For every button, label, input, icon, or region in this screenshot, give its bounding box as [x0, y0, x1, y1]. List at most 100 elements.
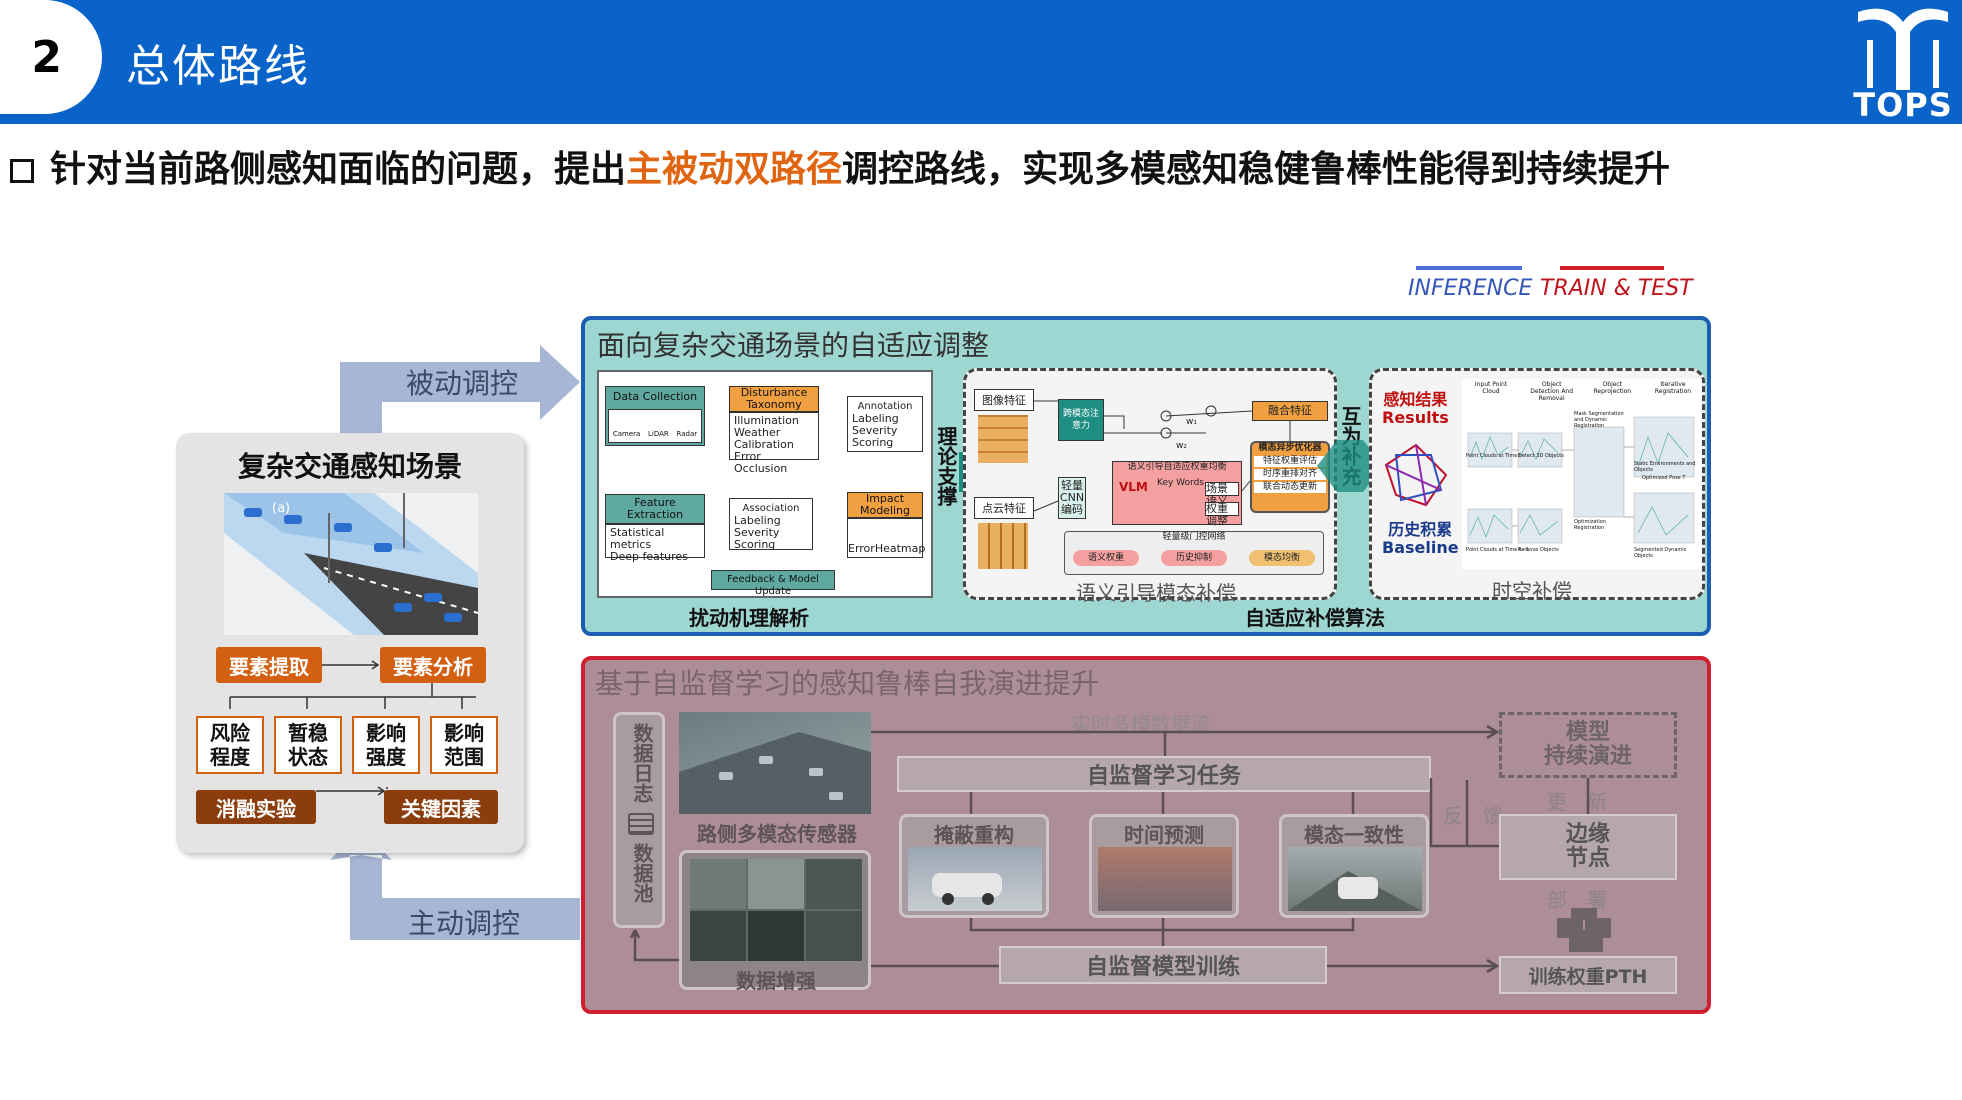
- impact-heatmap: Heatmap: [874, 542, 926, 555]
- feedback-box: Feedback & Model Update: [711, 570, 835, 597]
- subtitle: 针对当前路侧感知面临的问题，提出主被动双路径调控路线，实现多模感知稳健鲁棒性能得…: [10, 140, 1670, 192]
- legend-inference: INFERENCE: [1408, 276, 1533, 301]
- passive-arrow-shape: [340, 345, 580, 435]
- header-bar: 2 总体路线 TOPS: [0, 0, 1962, 124]
- weights-stack-icon: [1557, 908, 1611, 952]
- baseline-cn: 历史积累: [1388, 520, 1453, 539]
- scene-flow-arrows: [229, 660, 476, 796]
- subtitle-highlight: 主被动双路径: [626, 149, 843, 190]
- taxonomy-item: Illumination: [734, 414, 799, 427]
- reg-head: Object Detection And Removal: [1530, 381, 1574, 402]
- self-supervised-panel: 基于自监督学习的感知鲁棒自我演进提升 数据日志 数据池 路侧多模态传感器 数据增…: [581, 656, 1711, 1014]
- task-temporal-label: 时间预测: [1124, 823, 1204, 847]
- results-cn: 感知结果: [1383, 390, 1448, 409]
- cross-attention-box: 跨模态注意力: [1058, 399, 1104, 441]
- semantic-flow-lines: [1033, 400, 1291, 512]
- ssl-flow-arrows: [629, 724, 1590, 974]
- passive-control-label: 被动调控: [406, 367, 519, 400]
- active-arrow-shape: [330, 828, 580, 940]
- registration-figure: Input Point Cloud Object Detection And R…: [1462, 379, 1702, 569]
- data-pool-label: 数据池: [630, 843, 654, 903]
- semantic-label: 语义引导模态补偿: [1076, 581, 1236, 605]
- data-collection-title: Data Collection: [612, 390, 698, 403]
- image-feature-label: 图像特征: [974, 389, 1034, 411]
- pointcloud-feature-label: 点云特征: [974, 497, 1034, 519]
- data-log-label: 数据日志: [630, 723, 654, 803]
- feature-title: Feature Extraction: [605, 494, 705, 524]
- reg-note: Remove Objects: [1518, 547, 1559, 553]
- task-masking-label: 掩蔽重构: [934, 823, 1014, 847]
- association-item: Labeling: [734, 514, 781, 527]
- ablation-button: 消融实验: [196, 790, 316, 824]
- control-arrows: [330, 345, 580, 940]
- taxonomy-list: Illumination Weather Calibration Error O…: [729, 412, 819, 475]
- async-optimizer-box: 模态异步优化器 特征权重评估 时序重排对齐 联合动态更新: [1250, 441, 1330, 513]
- task-card-masking: 掩蔽重构: [899, 814, 1049, 918]
- legend-inference-line: [1416, 266, 1522, 270]
- task-masking-image: [908, 847, 1042, 911]
- association-box: Association Labeling Severity Scoring: [729, 498, 813, 551]
- task-consistency-image: [1288, 847, 1422, 911]
- factor-intensity: 影响 强度: [352, 716, 420, 774]
- ssl-train-box: 自监督模型训练: [999, 946, 1327, 984]
- vlm-label: VLM: [1119, 480, 1148, 494]
- augment-label: 数据增强: [736, 969, 816, 993]
- reg-head: Iterative Registration: [1654, 381, 1692, 395]
- tops-logo: TOPS: [1848, 0, 1958, 124]
- impact-error: Error: [848, 542, 875, 555]
- task-temporal-image: [1098, 847, 1232, 911]
- gate-item: 模态均衡: [1249, 550, 1315, 566]
- reg-note: Segmented Dynamic Objects: [1634, 547, 1687, 559]
- taxonomy-item: Calibration Error: [734, 438, 794, 463]
- lite-cnn-box: 轻量CNN编码: [1058, 477, 1086, 519]
- taxonomy-item: Weather: [734, 426, 781, 439]
- checkbox-bullet-icon: [10, 159, 34, 183]
- reg-note: Static Environments and Objects: [1634, 461, 1696, 473]
- association-item: Severity Scoring: [734, 526, 780, 551]
- factor-risk: 风险 程度: [196, 716, 264, 774]
- legend-train-test: TRAIN & TEST: [1540, 276, 1693, 301]
- analysis-button: 要素分析: [380, 647, 486, 683]
- weight-balance-box: 语义引导自适应权重均衡 VLM Key Words 场景语义 权重调整: [1112, 461, 1242, 527]
- complement-arrows-icon: [1317, 440, 1383, 492]
- feature-item: Statistical metrics: [610, 526, 665, 551]
- augment-card: 数据增强: [679, 850, 871, 993]
- registration-plots: [1467, 416, 1695, 544]
- evolve-box: 模型 持续演进: [1499, 712, 1677, 778]
- async-item: 特征权重评估: [1254, 456, 1326, 467]
- update-label: 更 新: [1547, 790, 1607, 814]
- reg-head: Input Point Cloud: [1474, 381, 1508, 395]
- reg-note: Mask Segmentation and Dynamic Registrati…: [1574, 411, 1624, 429]
- scene-semantic-tag: 场景语义: [1205, 482, 1239, 507]
- logo-text: TOPS: [1853, 86, 1953, 124]
- gate-item: 历史抑制: [1161, 550, 1227, 566]
- sensor-lidar: LiDAR: [648, 430, 669, 438]
- temporal-label: 时空补偿: [1492, 579, 1572, 603]
- sensors-label: 路侧多模态传感器: [697, 822, 857, 846]
- task-card-temporal: 时间预测: [1089, 814, 1239, 918]
- results-label: 感知结果 Results: [1382, 391, 1449, 427]
- baseline-en: Baseline: [1382, 538, 1459, 557]
- results-en: Results: [1382, 408, 1449, 427]
- sensor-row: Camera LiDAR Radar: [608, 409, 702, 443]
- annotation-item: Labeling: [852, 412, 899, 425]
- annotation-item: Severity Scoring: [852, 424, 898, 449]
- weight-adjust-tag: 权重调整: [1205, 502, 1239, 527]
- legend-train-line: [1560, 266, 1664, 270]
- self-supervised-panel-title: 基于自监督学习的感知鲁棒自我演进提升: [595, 667, 1100, 700]
- sensor-image: [679, 712, 871, 814]
- async-optimizer-title: 模态异步优化器: [1258, 443, 1322, 453]
- scene-card: 复杂交通感知场景 (a) 要素提取 要素分析 风险: [176, 433, 524, 853]
- reg-note: Optimization Registration: [1574, 519, 1606, 531]
- sensor-camera: Camera: [612, 430, 641, 438]
- gate-network-box: 轻量级门控网络 语义权重 历史抑制 模态均衡: [1064, 531, 1324, 575]
- data-log-column: 数据日志 数据池: [613, 712, 665, 928]
- task-consistency-label: 模态一致性: [1304, 823, 1404, 847]
- feature-list: Statistical metrics Deep features: [605, 524, 705, 563]
- data-collection-box: Data Collection Camera LiDAR Radar: [605, 386, 705, 446]
- weight-balance-title: 语义引导自适应权重均衡: [1127, 462, 1227, 472]
- algorithm-label: 自适应补偿算法: [1245, 606, 1385, 630]
- factor-range: 影响 范围: [430, 716, 498, 774]
- reg-head: Object Reprojection: [1593, 381, 1632, 395]
